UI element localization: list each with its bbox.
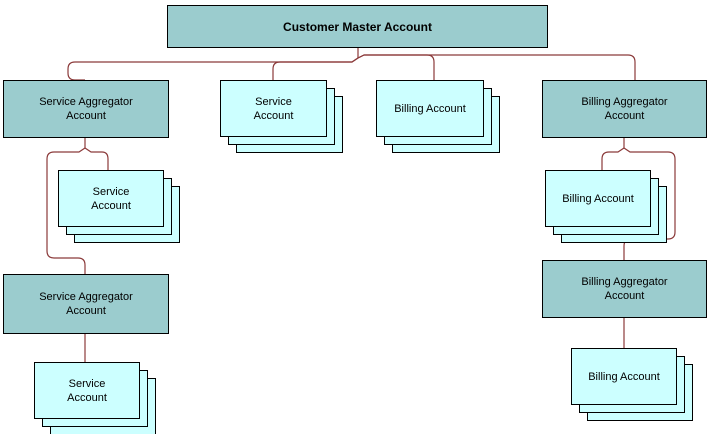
- node-label-svc-acct-bottom: Service Account: [67, 377, 107, 404]
- node-label-svc-acct-mid: Service Account: [91, 185, 131, 212]
- edge-billing-aggregator-1-to-billing-account-mid: [601, 147, 625, 170]
- edge-root-to-service-aggregator-1: [67, 57, 359, 81]
- node-label-bill-acct-top: Billing Account: [394, 102, 466, 115]
- node-svc-acct-top[interactable]: Service Account: [220, 80, 327, 137]
- node-label-bill-acct-bottom: Billing Account: [588, 370, 660, 383]
- edge-root-to-billing-aggregator-1: [357, 54, 636, 80]
- node-svc-agg-1[interactable]: Service Aggregator Account: [3, 80, 169, 138]
- edge-root-to-billing-account-top: [357, 54, 435, 80]
- node-label-bill-agg-1: Billing Aggregator Account: [581, 96, 668, 122]
- node-root[interactable]: Customer Master Account: [167, 5, 548, 48]
- node-label-bill-acct-mid: Billing Account: [562, 192, 634, 205]
- node-label-root: Customer Master Account: [283, 19, 432, 34]
- node-bill-acct-bottom[interactable]: Billing Account: [571, 348, 677, 405]
- node-svc-acct-mid[interactable]: Service Account: [58, 170, 164, 227]
- node-bill-agg-2[interactable]: Billing Aggregator Account: [542, 260, 707, 318]
- node-label-svc-agg-2: Service Aggregator Account: [39, 291, 133, 317]
- edge-root-to-service-account-top: [272, 57, 359, 80]
- node-bill-agg-1[interactable]: Billing Aggregator Account: [542, 80, 707, 138]
- node-bill-acct-mid[interactable]: Billing Account: [545, 170, 651, 227]
- node-label-bill-agg-2: Billing Aggregator Account: [581, 276, 668, 302]
- edge-service-aggregator-1-to-service-account-mid: [84, 147, 109, 170]
- node-svc-acct-bottom[interactable]: Service Account: [34, 362, 140, 419]
- node-bill-acct-top[interactable]: Billing Account: [376, 80, 484, 137]
- node-label-svc-agg-1: Service Aggregator Account: [39, 96, 133, 122]
- node-label-svc-acct-top: Service Account: [253, 95, 294, 122]
- node-svc-agg-2[interactable]: Service Aggregator Account: [3, 274, 169, 334]
